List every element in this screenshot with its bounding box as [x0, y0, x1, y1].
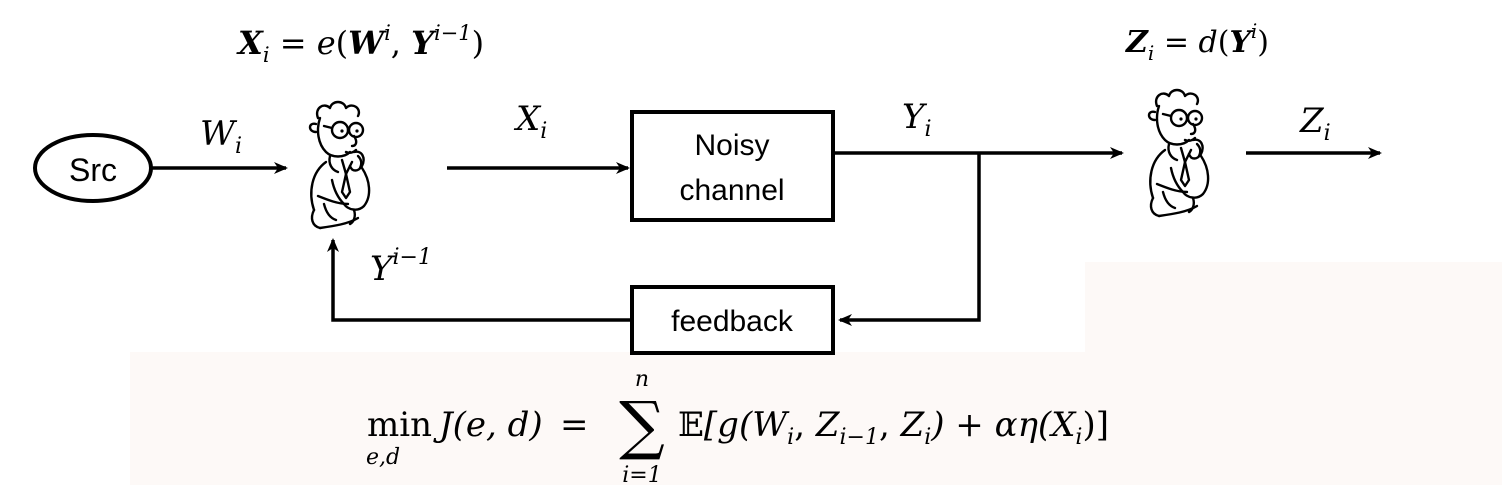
feedback-label: feedback — [671, 305, 794, 338]
feedback-block — [630, 285, 835, 355]
encoder-person-icon — [308, 100, 371, 230]
sum-lower: i=1 — [622, 463, 661, 485]
objective-min: min — [367, 405, 432, 445]
objective-body: 𝔼[g(Wi, Zi−1, Zi) + αη(Xi)] — [678, 405, 1109, 450]
objective-func: J(e, d) — [433, 405, 543, 445]
decoder-person-icon — [1147, 88, 1210, 218]
encoder-equation: Xi = e(Wi, Yi−1) — [236, 21, 484, 67]
z-edge-label: Zi — [1299, 101, 1331, 146]
noisy-channel-block — [630, 110, 835, 222]
source-label: Src — [69, 152, 117, 188]
decoder-equation: Zi = d(Yi) — [1125, 19, 1269, 65]
feedback-edge-label: Yi−1 — [370, 245, 432, 289]
source-node — [33, 133, 153, 203]
objective-min-sub: e,d — [366, 445, 400, 470]
x-edge-label: Xi — [513, 99, 547, 144]
sum-symbol: ∑ — [619, 389, 665, 463]
feedback-in-arrow — [838, 153, 981, 326]
background-wash-bottom — [130, 352, 1502, 485]
y-edge-label: Yi — [902, 97, 932, 142]
objective-eq: = — [560, 405, 589, 445]
channel-label-line1: Noisy — [694, 129, 769, 162]
objective-formula: min e,d J(e, d) = n ∑ i=1 𝔼[g(Wi, Zi−1, … — [366, 367, 1109, 485]
w-edge-label: Wi — [200, 114, 242, 159]
sum-upper: n — [635, 367, 649, 392]
feedback-out-arrow — [327, 238, 632, 322]
channel-label-line2: channel — [679, 174, 784, 207]
